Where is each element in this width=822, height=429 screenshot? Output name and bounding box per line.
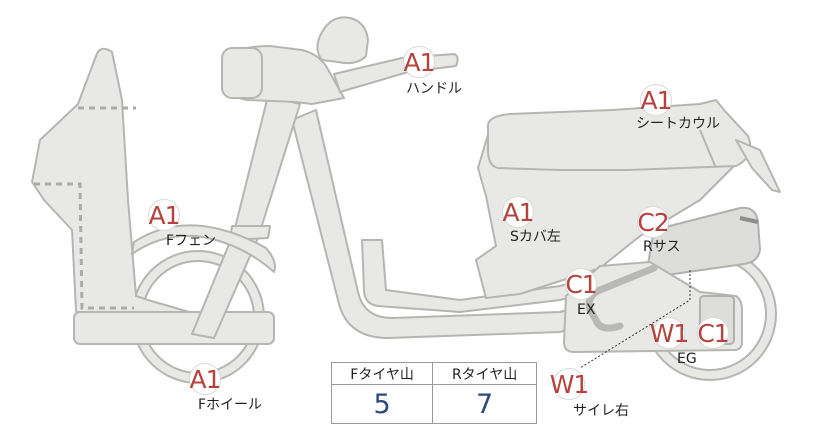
side-mirror-grade-badge: W1 [549, 368, 589, 400]
seat-cowl-label: シートカウル [636, 116, 720, 132]
front-fender [131, 224, 276, 273]
r-tire-tread-value: 7 [432, 384, 537, 424]
engine-grade-badge-1: W1 [649, 317, 689, 349]
side-mirror-label: サイレ右 [573, 403, 629, 419]
r-sus-label: Rサス [643, 239, 681, 255]
seat [486, 99, 752, 171]
engine-grade-badge-2: C1 [697, 317, 730, 349]
tail-light [735, 139, 781, 193]
f-tire-tread-value: 5 [330, 384, 434, 424]
table-header-row: Fタイヤ山 Rタイヤ山 [330, 362, 537, 385]
s-cover-grade-badge: A1 [502, 196, 535, 228]
floor-panel [73, 311, 275, 345]
f-fender-label: Fフェン [166, 233, 217, 249]
f-wheel-label: Fホイール [198, 397, 263, 413]
r-tire-tread-header: Rタイヤ山 [432, 362, 537, 385]
seat-cowl-grade-badge: A1 [640, 84, 673, 116]
f-tire-tread-header: Fタイヤ山 [330, 362, 434, 385]
leg-shield [31, 47, 219, 343]
engine-label: EG [677, 351, 697, 367]
exhaust-label: EX [577, 302, 596, 318]
headlight [221, 47, 263, 99]
f-wheel-grade-badge: A1 [189, 363, 222, 395]
table-row: 5 7 [330, 384, 537, 424]
handle-label: ハンドル [406, 81, 462, 97]
f-fender-grade-badge: A1 [148, 199, 181, 231]
tire-tread-table: Fタイヤ山 Rタイヤ山 5 7 [330, 362, 537, 424]
exhaust-grade-badge: C1 [565, 268, 598, 300]
r-sus-grade-badge: C2 [637, 206, 670, 238]
s-cover-label: Sカバ左 [510, 229, 561, 245]
mirror-head [316, 16, 369, 65]
handle-grade-badge: A1 [403, 46, 436, 78]
